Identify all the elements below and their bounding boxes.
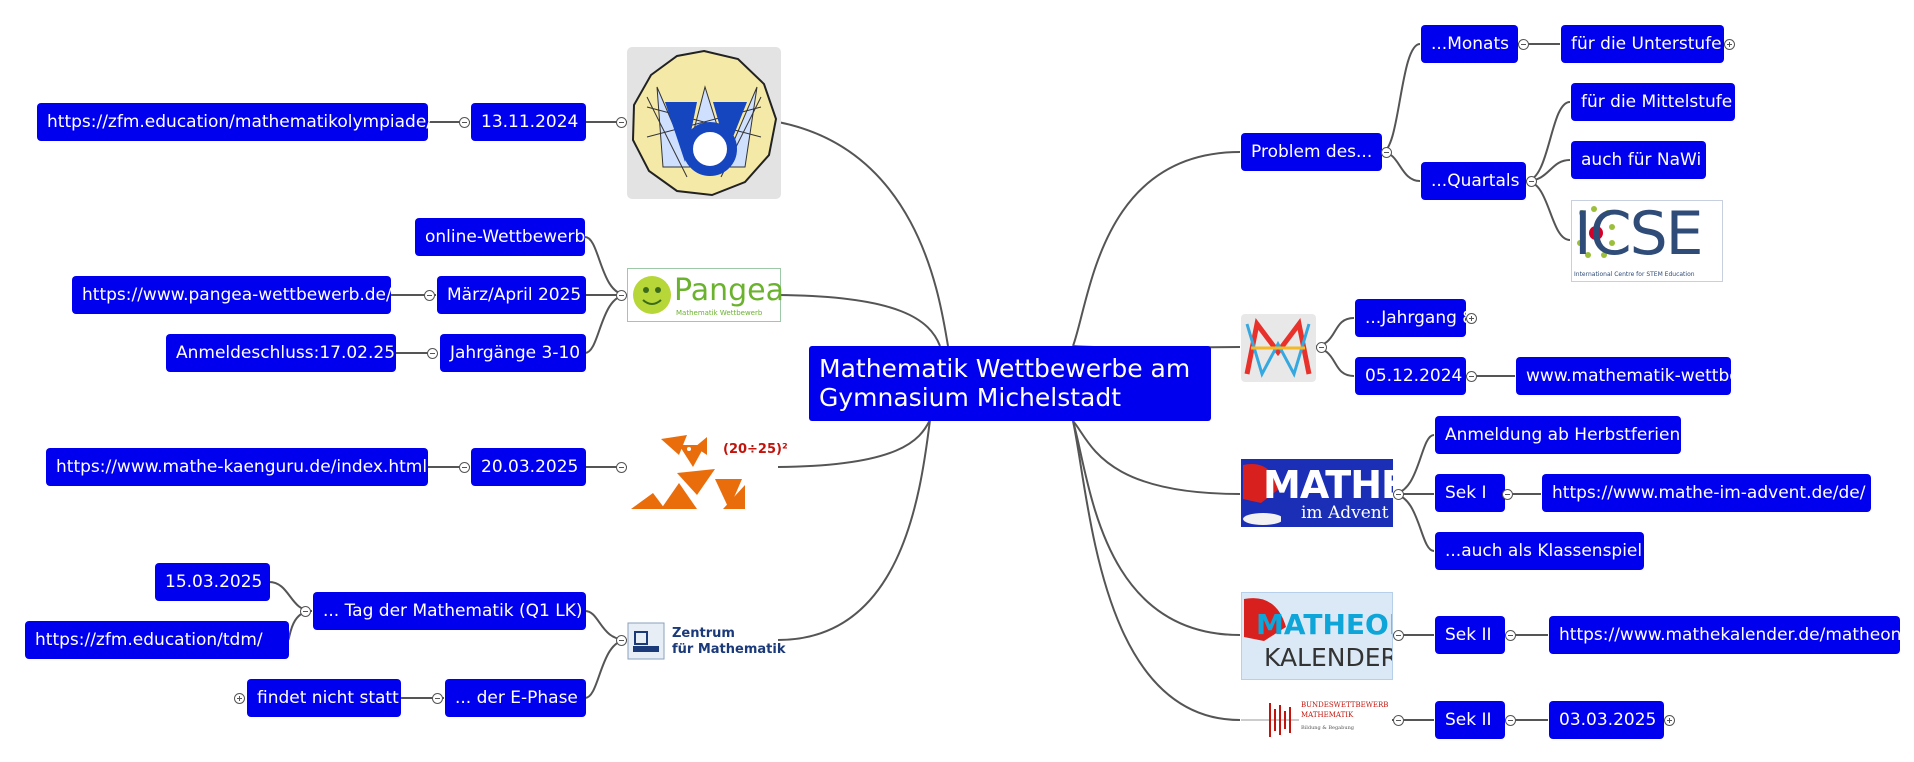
central-title-line-1: Mathematik Wettbewerbe am bbox=[819, 354, 1191, 383]
collapse-icon[interactable] bbox=[1505, 715, 1516, 726]
pangea-grades-topic[interactable]: Jahrgänge 3-10 bbox=[440, 334, 586, 372]
zfm-tag-date-topic[interactable]: 15.03.2025 bbox=[155, 563, 270, 601]
collapse-icon[interactable] bbox=[459, 462, 470, 473]
problem-quartal-topic[interactable]: ...Quartals bbox=[1421, 162, 1526, 200]
icse-network-icon bbox=[1577, 206, 1615, 258]
mwb-grade-topic[interactable]: ...Jahrgang 8 bbox=[1355, 299, 1473, 337]
problem-topic[interactable]: Problem des... bbox=[1241, 133, 1382, 171]
matheon-sek2-topic[interactable]: Sek II bbox=[1435, 616, 1505, 654]
collapse-icon[interactable] bbox=[1393, 715, 1404, 726]
advent-logo-sub: im Advent bbox=[1301, 503, 1389, 523]
zfm-tag-topic[interactable]: ... Tag der Mathematik (Q1 LK) bbox=[313, 592, 586, 630]
santa-hat-icon bbox=[1244, 598, 1286, 641]
pangea-logo-subtitle: Mathematik Wettbewerb bbox=[676, 309, 763, 317]
zfm-ephase-topic[interactable]: ... der E-Phase bbox=[445, 679, 586, 717]
mathematik-wettbewerb-logo[interactable] bbox=[1241, 314, 1316, 382]
matheon-kalender-logo[interactable]: MATHEON KALENDER bbox=[1241, 592, 1393, 680]
kaenguru-date-topic[interactable]: 20.03.2025 bbox=[471, 448, 586, 486]
matheon-logo-main: MATHEON bbox=[1256, 608, 1392, 641]
advent-url-topic[interactable]: https://www.mathe-im-advent.de/de/ bbox=[1542, 474, 1871, 512]
bwm-sek2-topic[interactable]: Sek II bbox=[1435, 701, 1505, 739]
mo-date-topic[interactable]: 13.11.2024 bbox=[471, 103, 586, 141]
collapse-icon[interactable] bbox=[424, 290, 435, 301]
advent-sek1-topic[interactable]: Sek I bbox=[1435, 474, 1505, 512]
advent-reg-topic[interactable]: Anmeldung ab Herbstferien bbox=[1435, 416, 1681, 454]
mwb-date-topic[interactable]: 05.12.2024 bbox=[1355, 357, 1466, 395]
pangea-date-topic[interactable]: März/April 2025 bbox=[437, 276, 586, 314]
collapse-icon[interactable] bbox=[616, 117, 627, 128]
bwm-bars-icon bbox=[1241, 703, 1299, 737]
pangea-url-topic[interactable]: https://www.pangea-wettbewerb.de/ bbox=[72, 276, 392, 314]
icse-logo-text: ICSE bbox=[1574, 199, 1704, 269]
central-title-line-2: Gymnasium Michelstadt bbox=[819, 383, 1122, 412]
zfm-logo-line-2: für Mathematik bbox=[672, 642, 786, 657]
collapse-icon[interactable] bbox=[1393, 630, 1404, 641]
zfm-logo-line-1: Zentrum bbox=[672, 626, 735, 641]
central-topic[interactable]: Mathematik Wettbewerbe am Gymnasium Mich… bbox=[809, 346, 1211, 421]
zfm-ephase-note-topic[interactable]: findet nicht statt bbox=[247, 679, 401, 717]
mathe-im-advent-logo[interactable]: MATHE im Advent bbox=[1241, 459, 1393, 527]
collapse-icon[interactable] bbox=[300, 606, 311, 617]
bwm-logo-line-3: Bildung & Begabung bbox=[1301, 725, 1355, 731]
collapse-icon[interactable] bbox=[1526, 176, 1537, 187]
collapse-icon[interactable] bbox=[1466, 371, 1477, 382]
matheon-url-topic[interactable]: https://www.mathekalender.de/matheon bbox=[1549, 616, 1901, 654]
matheon-logo-sub: KALENDER bbox=[1264, 643, 1393, 672]
santa-hat-icon bbox=[1243, 464, 1281, 525]
expand-icon[interactable] bbox=[1466, 313, 1477, 324]
problem-unterstufe-topic[interactable]: für die Unterstufe bbox=[1561, 25, 1724, 63]
mathematik-olympiade-logo[interactable] bbox=[627, 47, 781, 199]
expand-icon[interactable] bbox=[1664, 715, 1675, 726]
collapse-icon[interactable] bbox=[432, 693, 443, 704]
pangea-frog-icon bbox=[633, 276, 671, 314]
collapse-icon[interactable] bbox=[616, 635, 627, 646]
pangea-online-topic[interactable]: online-Wettbewerb bbox=[415, 218, 585, 256]
problem-monat-topic[interactable]: ...Monats bbox=[1421, 25, 1518, 63]
pangea-logo-text: Pangea bbox=[674, 273, 785, 308]
expand-icon[interactable] bbox=[1724, 39, 1735, 50]
collapse-icon[interactable] bbox=[1316, 342, 1327, 353]
bwm-logo-line-1: BUNDESWETTBEWERB bbox=[1301, 701, 1389, 709]
collapse-icon[interactable] bbox=[1393, 489, 1404, 500]
mo-url-topic[interactable]: https://zfm.education/mathematikolympiad… bbox=[37, 103, 432, 141]
zfm-tag-url-topic[interactable]: https://zfm.education/tdm/ bbox=[25, 621, 289, 659]
advent-class-topic[interactable]: ...auch als Klassenspiel bbox=[1435, 532, 1644, 570]
zfm-icon bbox=[627, 622, 665, 660]
zentrum-fuer-mathematik-logo[interactable]: Zentrum für Mathematik bbox=[627, 621, 787, 661]
kaenguru-logo[interactable]: (20÷25)² bbox=[627, 433, 788, 513]
bwm-date-topic[interactable]: 03.03.2025 bbox=[1549, 701, 1664, 739]
expand-icon[interactable] bbox=[234, 693, 245, 704]
icse-logo[interactable]: ICSE International Centre for STEM Educa… bbox=[1571, 200, 1723, 282]
bundeswettbewerb-mathematik-logo[interactable]: BUNDESWETTBEWERB MATHEMATIK Bildung & Be… bbox=[1241, 699, 1393, 741]
icse-logo-subtitle: International Centre for STEM Education bbox=[1574, 271, 1695, 278]
pangea-logo[interactable]: Pangea Mathematik Wettbewerb bbox=[627, 268, 785, 322]
collapse-icon[interactable] bbox=[1505, 630, 1516, 641]
collapse-icon[interactable] bbox=[1381, 147, 1392, 158]
collapse-icon[interactable] bbox=[1518, 39, 1529, 50]
bwm-logo-line-2: MATHEMATIK bbox=[1301, 711, 1354, 719]
mwb-url-topic[interactable]: www.mathematik-wettbeweb.de bbox=[1516, 357, 1802, 395]
advent-logo-main: MATHE bbox=[1263, 463, 1393, 507]
collapse-icon[interactable] bbox=[459, 117, 470, 128]
collapse-icon[interactable] bbox=[616, 462, 627, 473]
collapse-icon[interactable] bbox=[616, 290, 627, 301]
pangea-deadline-topic[interactable]: Anmeldeschluss:17.02.25 bbox=[166, 334, 396, 372]
kaenguru-formula: (20÷25)² bbox=[723, 442, 788, 457]
collapse-icon[interactable] bbox=[1502, 489, 1513, 500]
collapse-icon[interactable] bbox=[427, 348, 438, 359]
problem-nawi-topic[interactable]: auch für NaWi bbox=[1571, 141, 1706, 179]
kaenguru-url-topic[interactable]: https://www.mathe-kaenguru.de/index.html bbox=[46, 448, 428, 486]
problem-mittelstufe-topic[interactable]: für die Mittelstufe bbox=[1571, 83, 1735, 121]
